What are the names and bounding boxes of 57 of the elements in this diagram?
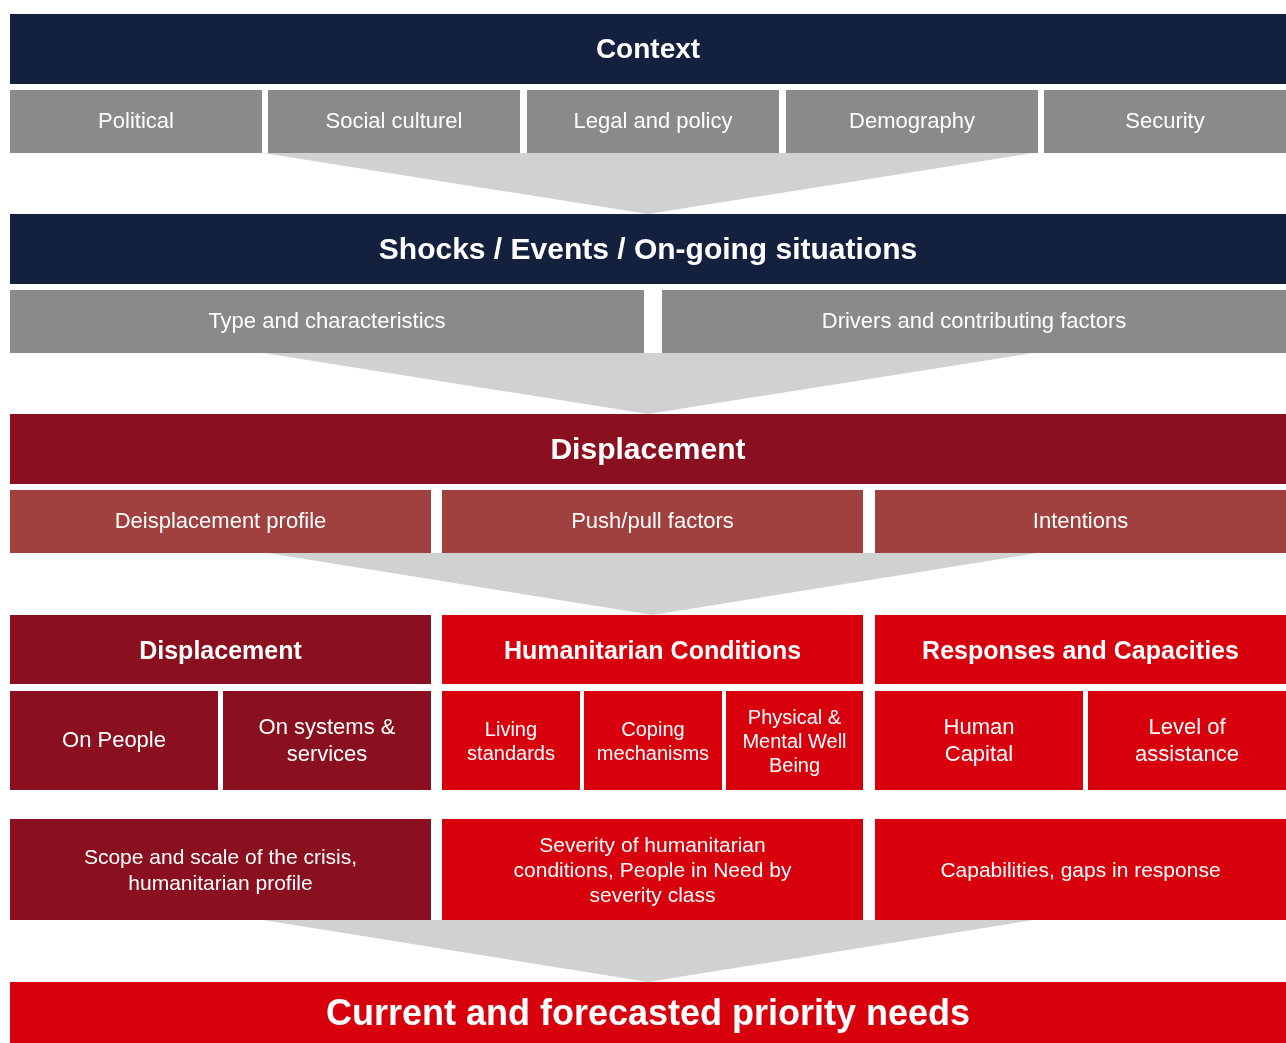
box-label: On systems & services bbox=[257, 714, 397, 767]
header-bar bbox=[442, 615, 863, 684]
box-label: Physical & Mental Well Being bbox=[741, 704, 848, 777]
box-label: Political bbox=[98, 108, 174, 135]
category-box bbox=[223, 691, 431, 790]
box-label: Living standards bbox=[466, 716, 556, 765]
box-label: Scope and scale of the crisis, humanitarian profile bbox=[82, 844, 359, 895]
box-label: Drivers and contributing factors bbox=[821, 308, 1127, 335]
box-label: Responses and Capacities bbox=[922, 634, 1239, 665]
category-box bbox=[1044, 90, 1286, 153]
box-label: Displacement bbox=[139, 634, 302, 665]
box-label: On People bbox=[62, 727, 166, 754]
box-label: Social culturel bbox=[325, 108, 463, 135]
category-box bbox=[442, 819, 863, 920]
box-label: Context bbox=[595, 32, 701, 66]
category-box bbox=[10, 691, 218, 790]
category-box bbox=[875, 819, 1286, 920]
funnel-arrow bbox=[263, 353, 1033, 414]
category-box bbox=[527, 90, 779, 153]
category-box bbox=[1088, 691, 1286, 790]
header-bar bbox=[10, 214, 1286, 284]
box-label: Level of assistance bbox=[1134, 714, 1240, 767]
category-box bbox=[875, 691, 1083, 790]
category-box bbox=[10, 490, 431, 553]
category-box bbox=[662, 290, 1286, 353]
box-label: Type and characteristics bbox=[208, 308, 446, 335]
box-label: Human Capital bbox=[942, 714, 1016, 767]
category-box bbox=[10, 819, 431, 920]
header-bar bbox=[10, 615, 431, 684]
header-bar bbox=[10, 982, 1286, 1043]
category-box bbox=[584, 691, 722, 790]
box-label: Intentions bbox=[1032, 508, 1129, 535]
box-label: Humanitarian Conditions bbox=[503, 634, 802, 665]
header-bar bbox=[10, 14, 1286, 84]
category-box bbox=[268, 90, 520, 153]
category-box bbox=[442, 691, 580, 790]
header-bar bbox=[875, 615, 1286, 684]
box-label: Severity of humanitarian conditions, People in Need by severity class bbox=[512, 831, 793, 908]
category-box bbox=[875, 490, 1286, 553]
category-box bbox=[726, 691, 863, 790]
category-box bbox=[786, 90, 1038, 153]
header-bar bbox=[10, 414, 1286, 484]
funnel-arrow bbox=[263, 153, 1033, 214]
box-label: Displacement bbox=[550, 431, 746, 467]
box-label: Coping mechanisms bbox=[595, 716, 711, 765]
category-box bbox=[10, 90, 262, 153]
box-label: Legal and policy bbox=[573, 108, 733, 135]
category-box bbox=[10, 290, 644, 353]
box-label: Shocks / Events / On-going situations bbox=[378, 231, 918, 267]
box-label: Capabilities, gaps in response bbox=[940, 856, 1221, 883]
box-label: Current and forecasted priority needs bbox=[325, 990, 971, 1035]
box-label: Security bbox=[1125, 108, 1205, 135]
category-box bbox=[442, 490, 863, 553]
box-label: Deisplacement profile bbox=[114, 508, 327, 535]
funnel-arrow bbox=[263, 920, 1033, 982]
box-label: Push/pull factors bbox=[571, 508, 734, 535]
box-label: Demography bbox=[849, 108, 975, 135]
